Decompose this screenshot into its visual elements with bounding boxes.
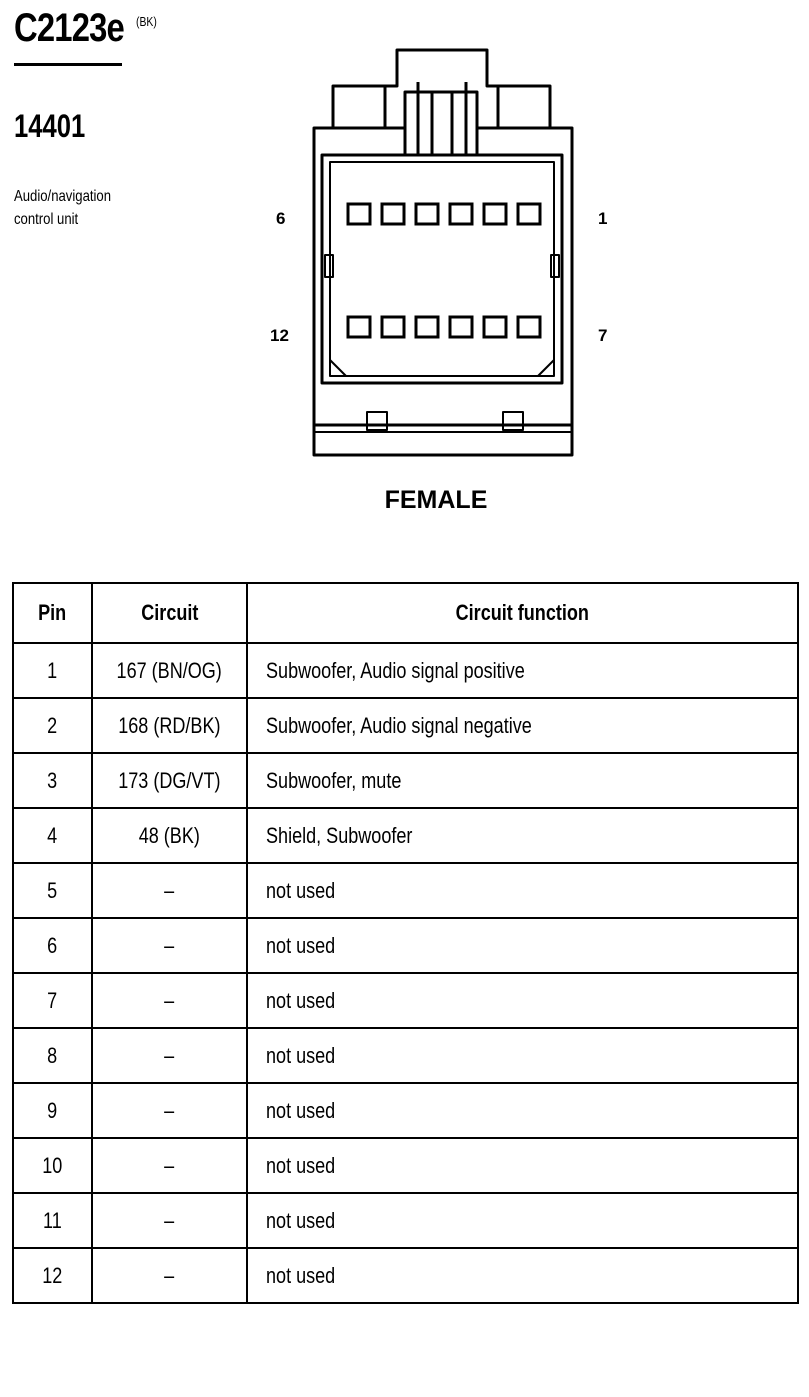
pin-label-1: 1 (598, 209, 607, 228)
left-polarizing-notch (324, 254, 334, 278)
pin-cell: 5 (12, 862, 93, 919)
pin-cavity (380, 202, 406, 226)
circuit-cell: 168 (RD/BK) (91, 697, 248, 754)
connector-face-diagram: 6 1 12 7 FEMALE (270, 48, 607, 514)
circuit-cell: – (91, 862, 248, 919)
lower-key-right (502, 411, 524, 431)
title-underline (14, 63, 122, 66)
latch-inner-right (450, 82, 468, 155)
pin-cell: 6 (12, 917, 93, 974)
cavity-frame (320, 153, 564, 385)
right-shoulder (477, 86, 550, 130)
pin-cell: 11 (12, 1192, 93, 1249)
circuit-cell: – (91, 1192, 248, 1249)
pin-cell: 1 (12, 642, 93, 699)
connector-id: C2123e (14, 6, 125, 50)
pin-cavity (448, 202, 474, 226)
pin-cavity (346, 315, 372, 339)
pin-cavity (482, 202, 508, 226)
connector-header: C2123e (BK) (14, 6, 157, 66)
description-line-1: Audio/navigation (14, 188, 112, 205)
latch-inner-left (416, 82, 434, 155)
function-cell: Subwoofer, Audio signal positive (246, 642, 799, 699)
function-cell: Subwoofer, Audio signal negative (246, 697, 799, 754)
function-cell: not used (246, 1247, 799, 1304)
function-column-header: Circuit function (246, 582, 799, 644)
description-line-2: control unit (14, 211, 79, 228)
pin-cell: 3 (12, 752, 93, 809)
corner-chamfer-left (329, 359, 347, 377)
pin-cell: 2 (12, 697, 93, 754)
pin-label-7: 7 (598, 326, 607, 345)
function-cell: not used (246, 862, 799, 919)
pin-cell: 9 (12, 1082, 93, 1139)
function-cell: not used (246, 1082, 799, 1139)
connector-color-code: (BK) (136, 14, 157, 29)
pin-cell: 12 (12, 1247, 93, 1304)
pin-cavity (414, 315, 440, 339)
corner-chamfer-right (537, 359, 555, 377)
left-shoulder (333, 86, 405, 130)
function-cell: not used (246, 917, 799, 974)
circuit-cell: – (91, 972, 248, 1029)
cavity-inner-frame (329, 161, 555, 377)
table-row: 6–not used (12, 917, 799, 974)
pin-cavity (414, 202, 440, 226)
table-row: 5–not used (12, 862, 799, 919)
table-row: 11–not used (12, 1192, 799, 1249)
table-row: 10–not used (12, 1137, 799, 1194)
component-description: Audio/navigation control unit (14, 185, 111, 231)
function-cell: Shield, Subwoofer (246, 807, 799, 864)
circuit-cell: – (91, 917, 248, 974)
function-cell: not used (246, 1192, 799, 1249)
circuit-cell: – (91, 1082, 248, 1139)
pin-label-6: 6 (276, 209, 285, 228)
pin-cavity (482, 315, 508, 339)
right-polarizing-notch (550, 254, 560, 278)
circuit-cell: 167 (BN/OG) (91, 642, 248, 699)
pin-label-12: 12 (270, 326, 289, 345)
circuit-cell: 173 (DG/VT) (91, 752, 248, 809)
circuit-cell: – (91, 1027, 248, 1084)
pin-cell: 8 (12, 1027, 93, 1084)
function-cell: not used (246, 1027, 799, 1084)
pin-cell: 7 (12, 972, 93, 1029)
pin-cavity (516, 315, 542, 339)
table-row: 9–not used (12, 1082, 799, 1139)
pin-cell: 4 (12, 807, 93, 864)
circuit-cell: – (91, 1247, 248, 1304)
lower-key-left (366, 411, 388, 431)
table-header-row: Pin Circuit Circuit function (12, 582, 799, 644)
table-row: 8–not used (12, 1027, 799, 1084)
part-number: 14401 (14, 108, 86, 144)
pin-cavity (380, 315, 406, 339)
pin-cavity (346, 202, 372, 226)
table-row: 7–not used (12, 972, 799, 1029)
circuit-cell: – (91, 1137, 248, 1194)
circuit-cell: 48 (BK) (91, 807, 248, 864)
circuit-column-header: Circuit (91, 582, 248, 644)
function-cell: not used (246, 1137, 799, 1194)
pin-cavity (448, 315, 474, 339)
connector-view-label: FEMALE (385, 486, 488, 514)
connector-housing-outline (312, 48, 574, 457)
function-cell: not used (246, 972, 799, 1029)
pin-cavity (516, 202, 542, 226)
pin-column-header: Pin (12, 582, 93, 644)
function-cell: Subwoofer, mute (246, 752, 799, 809)
pin-cell: 10 (12, 1137, 93, 1194)
table-row: 12–not used (12, 1247, 799, 1304)
